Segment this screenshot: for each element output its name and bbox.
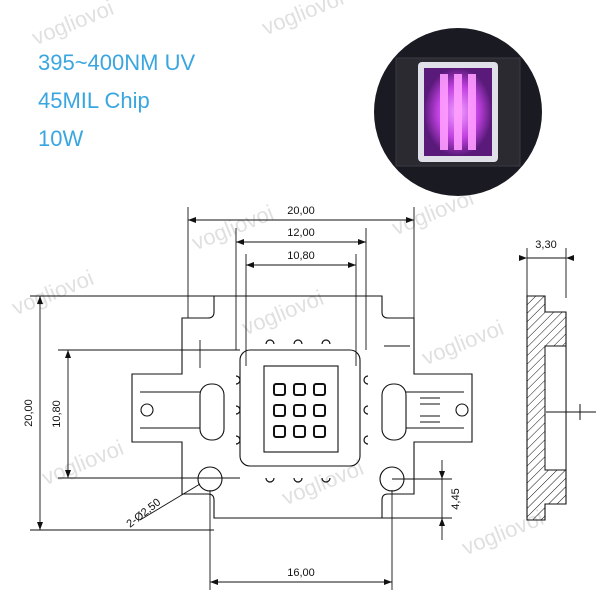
bond-pads [235, 339, 369, 483]
mount-hole [455, 403, 469, 417]
inner-plate [239, 349, 361, 467]
dim-side-offset: 4,45 [450, 488, 462, 509]
dimension-arrows [37, 217, 574, 585]
chip-size-spec: 45MIL Chip [38, 88, 150, 113]
left-slot [199, 383, 225, 441]
right-slot [381, 383, 407, 441]
chip-array [273, 383, 326, 438]
led-chip-column [440, 74, 448, 150]
dim-inner-width: 12,00 [287, 227, 315, 239]
dim-bottom-width: 16,00 [287, 567, 315, 579]
dim-thickness: 3,30 [535, 239, 556, 251]
mount-hole [197, 466, 223, 492]
power-spec: 10W [38, 126, 84, 151]
dim-inner-height: 10,80 [51, 400, 63, 428]
dim-overall-height: 20,00 [23, 399, 35, 427]
wavelength-spec: 395~400NM UV [38, 50, 196, 75]
board-outline [131, 295, 473, 519]
chip-window [263, 365, 339, 453]
dim-hole-note: 2-Ø2,50 [124, 496, 163, 530]
dim-window-width: 10,80 [287, 250, 315, 262]
led-chip-column [454, 74, 462, 150]
side-view [526, 295, 596, 521]
led-chip-column [468, 74, 476, 150]
dim-overall-width: 20,00 [287, 205, 315, 217]
mount-hole [140, 403, 154, 417]
